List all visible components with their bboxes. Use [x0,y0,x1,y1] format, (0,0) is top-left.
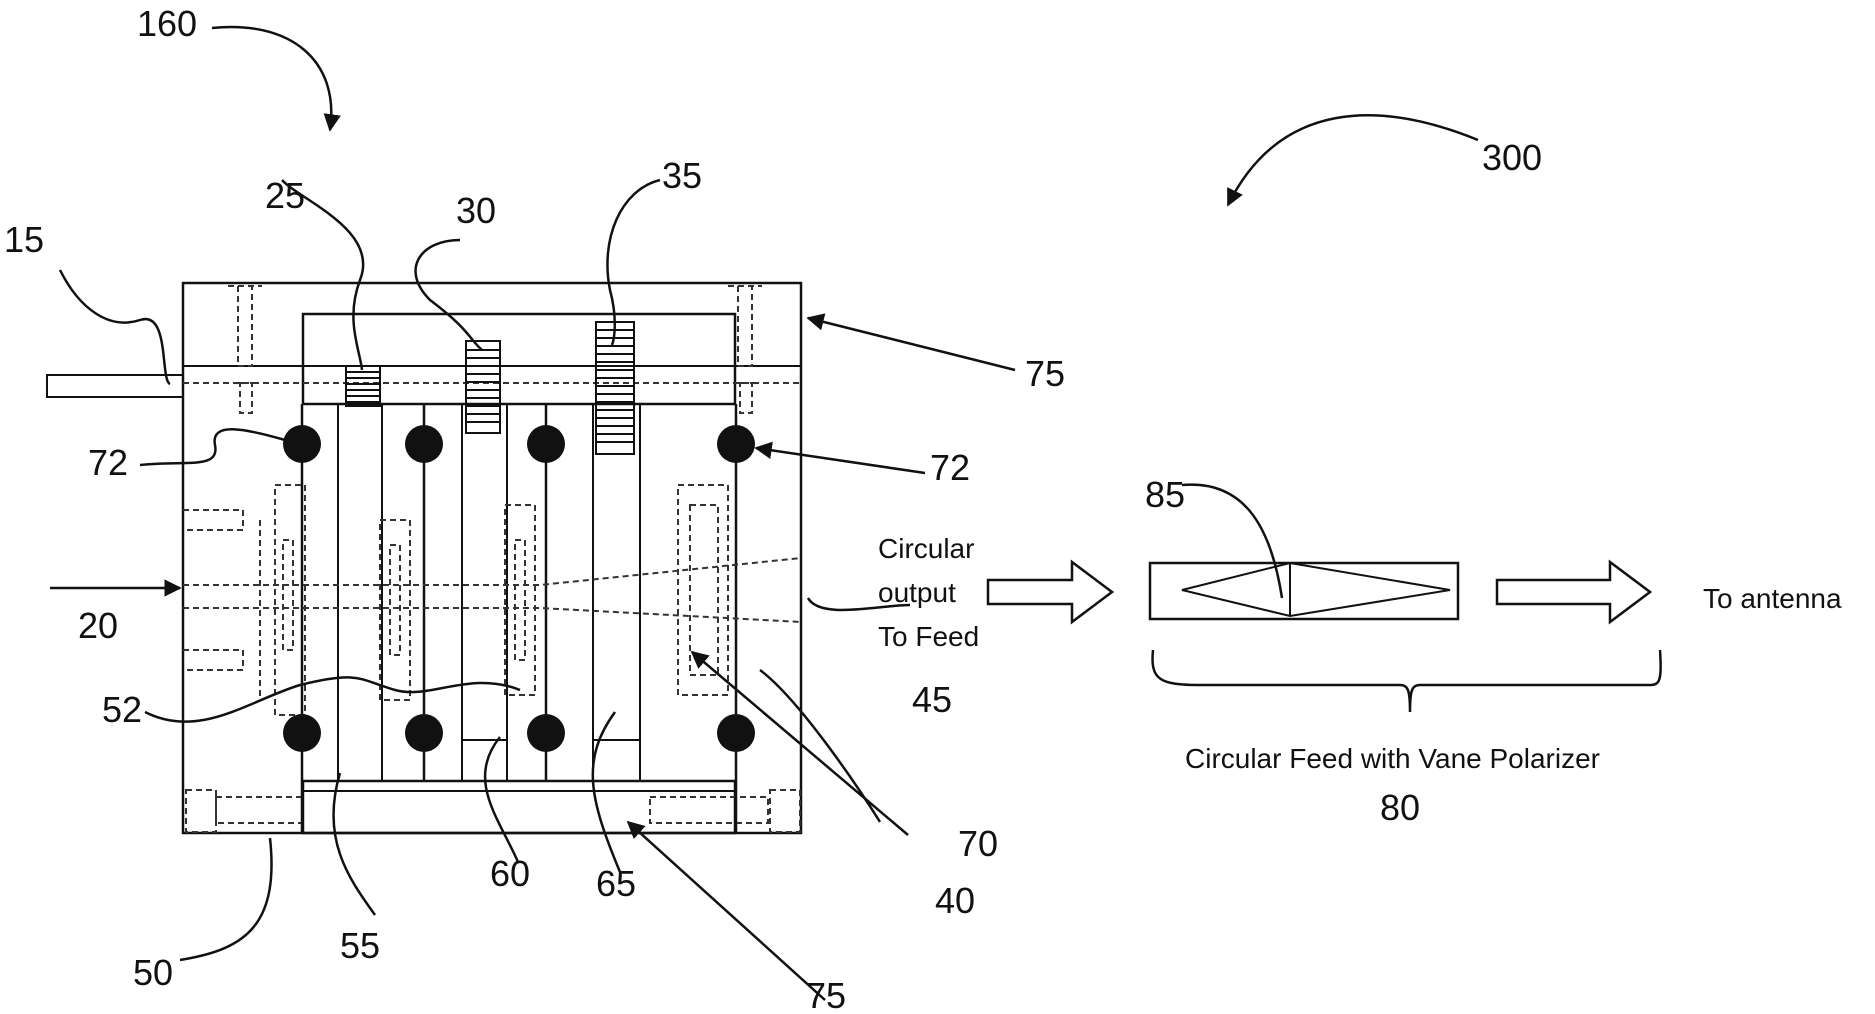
label-20: 20 [78,605,118,646]
label-70: 70 [958,823,998,864]
filter-assembly [47,27,1015,1000]
label-40: 40 [935,880,975,921]
label-45: 45 [912,679,952,720]
vane-polarizer-85 [1182,563,1450,616]
text-to-feed: To Feed [878,621,979,652]
tuning-screw-35 [596,322,634,454]
text-to-antenna: To antenna [1703,583,1842,614]
label-160: 160 [137,3,197,44]
labels: 160 300 25 30 35 15 75 72 72 20 52 45 70… [4,3,1842,1014]
resonator-walls [302,404,736,833]
text-feed-caption: Circular Feed with Vane Polarizer [1185,743,1600,774]
leader-lines [50,27,1015,1000]
text-output: output [878,577,956,608]
hidden-cavities [183,485,801,715]
label-25: 25 [265,175,305,216]
input-waveguide-15 [47,375,183,397]
feed-assembly [988,115,1661,712]
feed-waveguide [1150,563,1458,619]
label-80: 80 [1380,787,1420,828]
tuning-screw-25 [346,366,380,406]
label-55: 55 [340,925,380,966]
label-65: 65 [596,863,636,904]
bottom-cover-75 [303,781,735,833]
label-72-right: 72 [930,447,970,488]
label-60: 60 [490,853,530,894]
label-30: 30 [456,190,496,231]
label-50: 50 [133,952,173,993]
label-75-top: 75 [1025,353,1065,394]
label-72-left: 72 [88,442,128,483]
tuning-screw-30 [466,341,500,433]
label-35: 35 [662,155,702,196]
alignment-pins-72 [283,425,755,752]
label-75-bottom: 75 [806,975,846,1014]
label-15: 15 [4,219,44,260]
label-52: 52 [102,689,142,730]
label-300: 300 [1482,137,1542,178]
label-85: 85 [1145,474,1185,515]
feed-bracket [1153,650,1661,712]
hollow-arrow-to-antenna [1497,562,1650,622]
text-circular: Circular [878,533,974,564]
hollow-arrow-circular-output [988,562,1112,622]
